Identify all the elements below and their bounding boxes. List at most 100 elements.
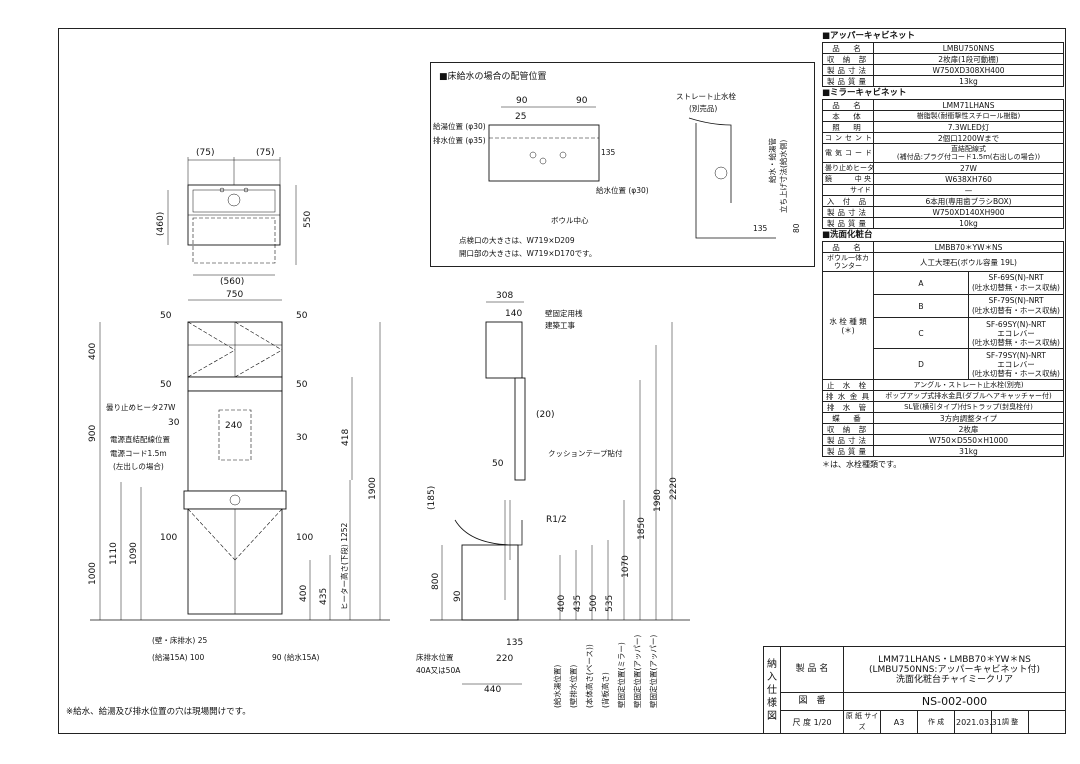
side-vlabel-1: (壁排水位置) <box>568 665 578 708</box>
inset-valve2: (別売品) <box>689 103 717 113</box>
front-dim-50a: 50 <box>160 311 172 321</box>
inset-135: 135 <box>601 148 616 157</box>
front-cord-label: 電源コード1.5m <box>110 449 167 458</box>
inset-drawing: ■床給水の場合の配管位置 90 90 25 給湯位置 (φ30) 排水位置 (φ… <box>433 70 801 258</box>
front-dim-50c: 50 <box>160 380 172 390</box>
inset-title: ■床給水の場合の配管位置 <box>439 70 547 82</box>
tb-made: 2021.03.31 <box>954 710 1002 734</box>
floor-supply-inset: ■床給水の場合の配管位置 90 90 25 給湯位置 (φ30) 排水位置 (φ… <box>430 62 815 267</box>
inset-135b: 135 <box>753 224 768 233</box>
tb-adj-key: 調 整 <box>991 710 1029 734</box>
top-view: (75) (75) (460) 550 (560) <box>156 148 313 287</box>
front-dim-400b: 400 <box>299 585 309 602</box>
front-dim-418: 418 <box>341 429 351 446</box>
tb-drawing-key: 図 番 <box>780 692 844 711</box>
side-dim-220: 220 <box>496 654 513 664</box>
inset-supply: 給湯位置 (φ30) <box>433 121 486 131</box>
inset-bowl-center: ボウル中心 <box>551 215 589 225</box>
tb-product-3: 洗面化粧台チャイミークリア <box>896 674 1013 685</box>
side-dim-90: 90 <box>453 590 463 602</box>
mirror-cabinet-title: ■ミラーキャビネット <box>822 88 907 98</box>
front-dim-750: 750 <box>226 290 243 300</box>
side-dim-1980: 1980 <box>653 489 663 512</box>
inset-80: 80 <box>792 223 801 233</box>
top-dim-560: (560) <box>220 277 244 287</box>
front-dim-100a: 100 <box>160 533 177 543</box>
side-dim-440: 440 <box>484 685 501 695</box>
side-r12: R1/2 <box>546 515 567 525</box>
sheet-border <box>58 28 1066 734</box>
side-dim-20: (20) <box>536 410 554 420</box>
spec-row: 排 水 金 具ポップアップ式排水金具(ダブルヘアキャッチャー付) <box>822 390 1064 402</box>
title-block: 納入仕様図 製 品 名 LMM71LHANS・LMBB70＊YW＊NS(LMBU… <box>763 645 1066 734</box>
side-dim-1070: 1070 <box>621 555 631 578</box>
side-vlabel-6: 壁固定位置(アッパー) <box>648 635 658 708</box>
tb-scale: 尺 度 1/20 <box>780 710 844 734</box>
inset-vertical: 給水・給湯管 <box>767 138 777 183</box>
inset-dim-90a: 90 <box>516 96 528 106</box>
side-dim-800: 800 <box>431 573 441 590</box>
front-dim-50d: 50 <box>296 380 308 390</box>
upper-cabinet-title: ■アッパーキャビネット <box>822 31 916 41</box>
side-wall-note: 壁固定用桟 <box>545 308 583 318</box>
tb-product-1: LMM71LHANS・LMBB70＊YW＊NS <box>878 654 1031 665</box>
spec-row: ボウル一体カウンター人工大理石(ボウル容量 19L) <box>822 252 1064 272</box>
side-dim-1850: 1850 <box>637 517 647 540</box>
front-dim-1000: 1000 <box>88 562 98 585</box>
tb-product-key: 製 品 名 <box>780 645 844 694</box>
tb-drawing-number: NS-002-000 <box>843 692 1066 711</box>
side-vlabel-5: 壁固定位置(アッパー) <box>632 635 642 708</box>
front-dim-30b: 30 <box>296 433 308 443</box>
front-dim-400: 400 <box>88 343 98 360</box>
spec-row: 止 水 栓アングル・ストレート止水栓(別売) <box>822 379 1064 391</box>
top-dim-550: 550 <box>303 211 313 228</box>
tb-product-2: (LMBU750NNS:アッパーキャビネット付) <box>869 664 1040 675</box>
front-dim-1090: 1090 <box>129 542 139 565</box>
side-wall-note2: 建築工事 <box>545 320 575 330</box>
inset-valve: ストレート止水栓 <box>676 91 736 101</box>
spec-row: サイド— <box>822 184 1064 196</box>
front-hot-label: (給湯15A) 100 <box>152 652 204 662</box>
front-dim-1110: 1110 <box>109 542 119 565</box>
front-floor-drain: (壁・床排水) 25 <box>152 635 208 645</box>
tb-paper-key: 原 紙 サイズ <box>843 710 881 734</box>
top-dim-75a: (75) <box>196 148 214 158</box>
side-dim-435: 435 <box>573 595 583 612</box>
side-floor-drain: 床排水位置 <box>416 652 454 662</box>
front-dim-240: 240 <box>225 421 242 431</box>
front-heater-label: 曇り止めヒータ27W <box>106 402 176 412</box>
tb-made-key: 作 成 <box>917 710 955 734</box>
spec-row: 水 栓 種 類(＊) A SF-69S(N)-NRT(吐水切替無・ホース収納) <box>822 271 1064 380</box>
front-dim-900: 900 <box>88 425 98 442</box>
side-dim-535: 535 <box>605 595 615 612</box>
spec-row: 電気コード直結配線式(補付品:プラグ付コード1.5m(右出しの場合)) <box>822 143 1064 163</box>
inset-opening2: 開口部の大きさは、W719×D170です。 <box>459 248 596 258</box>
side-dim-140: 140 <box>505 309 522 319</box>
footnote: ※給水、給湯及び排水位置の穴は現場開けです。 <box>66 707 251 717</box>
side-dim-50: 50 <box>492 459 504 469</box>
inset-drain: 排水位置 (φ35) <box>433 135 486 145</box>
side-vlabel-0: (給水湯位置) <box>552 665 562 708</box>
side-view: 308 140 壁固定用桟 建築工事 (20) 50 クッションテープ貼付 (1… <box>416 291 690 708</box>
side-dim-500: 500 <box>589 595 599 612</box>
side-floor-drain2: 40A又は50A <box>416 666 461 675</box>
side-vlabel-2: (本体高さ(ベース)) <box>584 644 594 708</box>
front-cord2-label: (左出しの場合) <box>113 461 164 471</box>
